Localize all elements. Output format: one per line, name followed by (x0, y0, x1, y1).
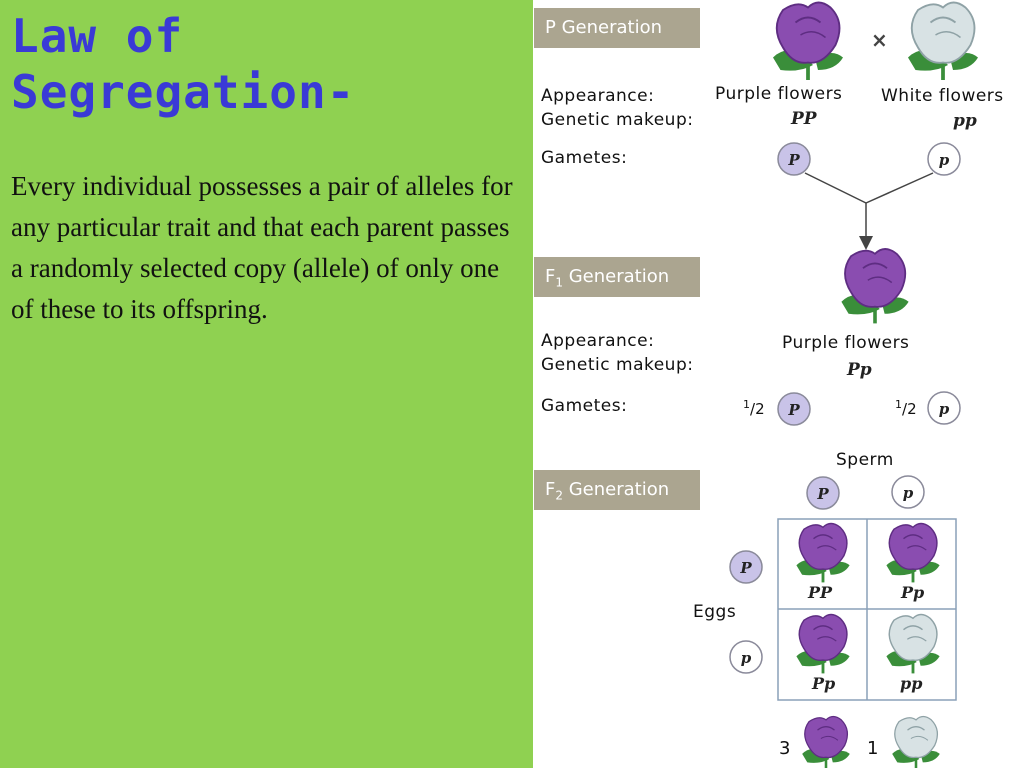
p-generation-label: P Generation (534, 8, 700, 48)
f2-label-sub: 2 (555, 488, 563, 503)
f2-label-suffix: Generation (563, 479, 670, 500)
allele-letter: P (787, 151, 800, 169)
purple-flower-icon (800, 715, 852, 768)
white-flower-icon (884, 613, 942, 675)
f1-gametes-label: Gametes: (541, 396, 628, 416)
sperm-allele-dominant: P (806, 476, 840, 510)
f1-gamete1-den: 2 (755, 400, 765, 418)
purple-flower-icon (794, 522, 852, 584)
egg-allele-recessive: p (729, 640, 763, 674)
parent1-genotype: PP (791, 109, 817, 129)
f1-generation-label: F1 Generation (534, 257, 700, 297)
allele-letter: P (816, 485, 829, 503)
sperm-label: Sperm (836, 450, 894, 470)
p-genetic-makeup-label: Genetic makeup: (541, 110, 694, 130)
f2-generation-label: F2 Generation (534, 470, 700, 510)
allele-letter: P (787, 401, 800, 419)
purple-flower-icon (839, 247, 911, 326)
allele-letter: p (741, 649, 752, 667)
p-gamete-recessive: p (927, 142, 961, 176)
diagram-panel: P Generation Appearance: Genetic makeup:… (533, 0, 1024, 768)
egg-allele-dominant: P (729, 550, 763, 584)
text-panel: Law of Segregation- Every individual pos… (0, 0, 533, 768)
white-flower-icon (906, 0, 980, 82)
cross-symbol: × (871, 28, 889, 52)
allele-circle (777, 392, 811, 426)
sperm-allele-recessive: p (891, 475, 925, 509)
eggs-label: Eggs (693, 602, 737, 622)
f1-gamete-dominant: P (777, 392, 811, 426)
allele-letter: p (939, 400, 950, 418)
arrow-head-icon (859, 236, 873, 250)
allele-circle (891, 475, 925, 509)
f1-label-suffix: Generation (563, 266, 670, 287)
white-flower-icon (890, 715, 942, 768)
parent2-genotype: pp (953, 111, 977, 131)
parent1-appearance: Purple flowers (715, 84, 843, 104)
f1-label-prefix: F (545, 266, 556, 287)
ratio-white-count: 1 (867, 738, 879, 759)
allele-circle (927, 391, 961, 425)
purple-flower-icon (771, 0, 845, 82)
f1-gamete-recessive: p (927, 391, 961, 425)
p-gametes-label: Gametes: (541, 148, 628, 168)
grid-cell-genotype: Pp (812, 674, 836, 693)
allele-circle (729, 550, 763, 584)
purple-flower-icon (884, 522, 942, 584)
allele-circle (777, 142, 811, 176)
p-gamete-dominant: P (777, 142, 811, 176)
allele-letter: p (903, 484, 914, 502)
f2-label-prefix: F (545, 479, 556, 500)
grid-cell-genotype: Pp (901, 583, 925, 602)
title-line-2: Segregation- (11, 65, 356, 119)
allele-circle (729, 640, 763, 674)
allele-circle (927, 142, 961, 176)
allele-circle (806, 476, 840, 510)
f1-genetic-makeup-label: Genetic makeup: (541, 355, 694, 375)
f1-label-sub: 1 (555, 275, 563, 290)
genetics-diagram-graphics: P p P p P p (729, 0, 980, 768)
f1-appearance-label: Appearance: (541, 331, 655, 351)
slide-body-text: Every individual possesses a pair of all… (11, 171, 513, 324)
p-appearance-label: Appearance: (541, 86, 655, 106)
grid-cell-genotype: PP (808, 583, 833, 602)
ratio-purple-count: 3 (779, 738, 791, 759)
f1-appearance: Purple flowers (782, 333, 910, 353)
parent2-appearance: White flowers (881, 86, 1004, 106)
slide-title: Law of Segregation- (11, 8, 355, 120)
cross-arrow (804, 172, 934, 238)
f1-gamete1-fraction: 1/2 (743, 398, 765, 418)
punnett-square (777, 518, 957, 701)
allele-letter: p (939, 151, 950, 169)
f1-gamete2-fraction: 1/2 (895, 398, 917, 418)
f1-gamete1-num: 1 (743, 398, 750, 411)
f1-genotype: Pp (847, 360, 872, 380)
purple-flower-icon (794, 613, 852, 675)
f1-gamete2-num: 1 (895, 398, 902, 411)
allele-letter: P (739, 559, 752, 577)
title-line-1: Law of (11, 9, 184, 63)
grid-cell-genotype: pp (900, 674, 923, 693)
f1-gamete2-den: 2 (907, 400, 917, 418)
